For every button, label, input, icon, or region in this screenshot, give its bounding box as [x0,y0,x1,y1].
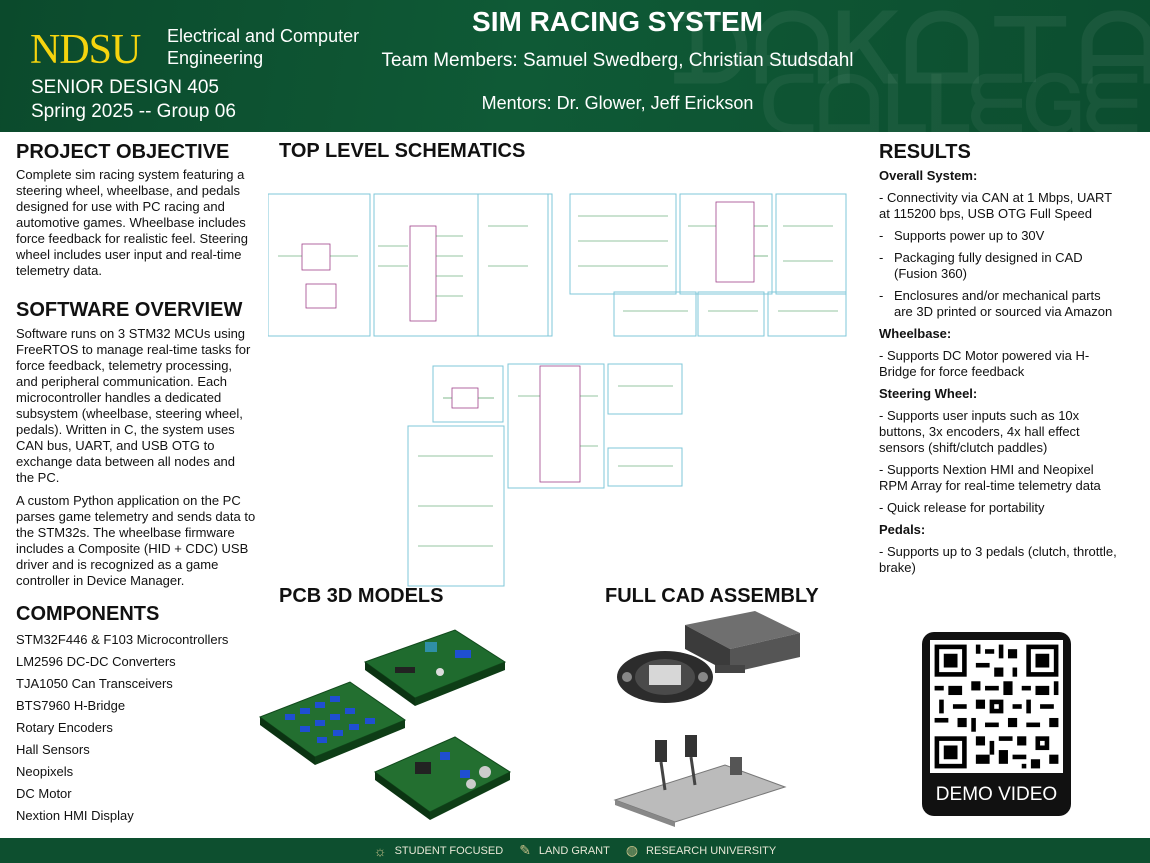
results-overall-heading: Overall System: [879,168,978,183]
ndsu-logo: NDSU [30,27,141,73]
software-paragraph-2: A custom Python application on the PC pa… [16,493,256,588]
results-wheelbase-heading: Wheelbase: [879,326,952,341]
objective-heading: PROJECT OBJECTIVE [16,141,230,163]
course-line1: SENIOR DESIGN 405 [31,77,219,98]
components-list: STM32F446 & F103 Microcontrollers LM2596… [16,632,256,830]
results-steering-heading: Steering Wheel: [879,386,978,401]
list-item: - Supports DC Motor powered via H-Bridge… [879,348,1090,379]
footer-item: ☼ STUDENT FOCUSED [373,842,504,859]
list-item: - Supports Nextion HMI and Neopixel RPM … [879,462,1101,493]
list-item: - Supports user inputs such as 10x butto… [879,408,1080,455]
demo-video-qr[interactable]: DEMO VIDEO [922,632,1071,816]
globe-icon: ◍ [625,842,639,858]
list-item: - Supports up to 3 pedals (clutch, throt… [879,544,1117,575]
pcb-3d-models-image [258,629,512,820]
course-line2: Spring 2025 -- Group 06 [31,101,236,122]
software-heading: SOFTWARE OVERVIEW [16,299,243,321]
footer-item: ◍ RESEARCH UNIVERSITY [625,842,777,858]
components-heading: COMPONENTS [16,603,160,625]
qr-code [930,640,1063,773]
list-item: Nextion HMI Display [16,808,134,823]
list-item: -Supports power up to 30V [879,228,1045,243]
wheat-icon: ✎ [519,842,531,858]
pcb-heading: PCB 3D MODELS [279,585,444,607]
list-item: Rotary Encoders [16,720,113,735]
list-item: Hall Sensors [16,742,90,757]
poster-footer: ☼ STUDENT FOCUSED ✎ LAND GRANT ◍ RESEARC… [0,838,1150,863]
list-item: DC Motor [16,786,72,801]
footer-item: ✎ LAND GRANT [519,842,610,858]
demo-video-label: DEMO VIDEO [935,784,1058,805]
software-paragraph-1: Software runs on 3 STM32 MCUs using Free… [16,326,251,485]
sun-icon: ☼ [373,842,387,859]
cad-heading: FULL CAD ASSEMBLY [605,585,819,607]
mentors: Mentors: Dr. Glower, Jeff Erickson [481,93,754,113]
list-item: Neopixels [16,764,74,779]
team-members: Team Members: Samuel Swedberg, Christian… [381,50,854,71]
schematic-image [268,193,847,587]
department-name: Electrical and Computer Engineering [167,26,360,68]
poster-title: SIM RACING SYSTEM [472,6,763,37]
list-item: LM2596 DC-DC Converters [16,654,176,669]
list-item: -Packaging fully designed in CAD (Fusion… [879,250,1083,281]
list-item: - Quick release for portability [879,500,1045,515]
header-watermark-2: ᑕᗝᒪᒪᗴᏀᗴ [759,60,1140,132]
header-watermark: ᗪᗩᏦᗝ⊤ᗩ [670,0,1150,105]
results-overall-item: - Connectivity via CAN at 1 Mbps, UART a… [879,190,1112,221]
list-item: STM32F446 & F103 Microcontrollers [16,632,229,647]
list-item: BTS7960 H-Bridge [16,698,126,713]
poster-header: ᗪᗩᏦᗝ⊤ᗩ ᑕᗝᒪᒪᗴᏀᗴ NDSU Electrical and Compu… [0,0,1150,132]
course-info: SENIOR DESIGN 405 Spring 2025 -- Group 0… [31,76,236,124]
cad-assembly-image [613,611,800,827]
results-pedals-heading: Pedals: [879,522,926,537]
list-item: TJA1050 Can Transceivers [16,676,173,691]
qr-code-icon [930,640,1063,773]
results-section: Overall System: - Connectivity via CAN a… [879,168,1119,582]
list-item: -Enclosures and/or mechanical parts are … [879,288,1113,319]
objective-text: Complete sim racing system featuring a s… [16,167,248,278]
schematics-heading: TOP LEVEL SCHEMATICS [279,140,526,162]
results-heading: RESULTS [879,141,971,163]
